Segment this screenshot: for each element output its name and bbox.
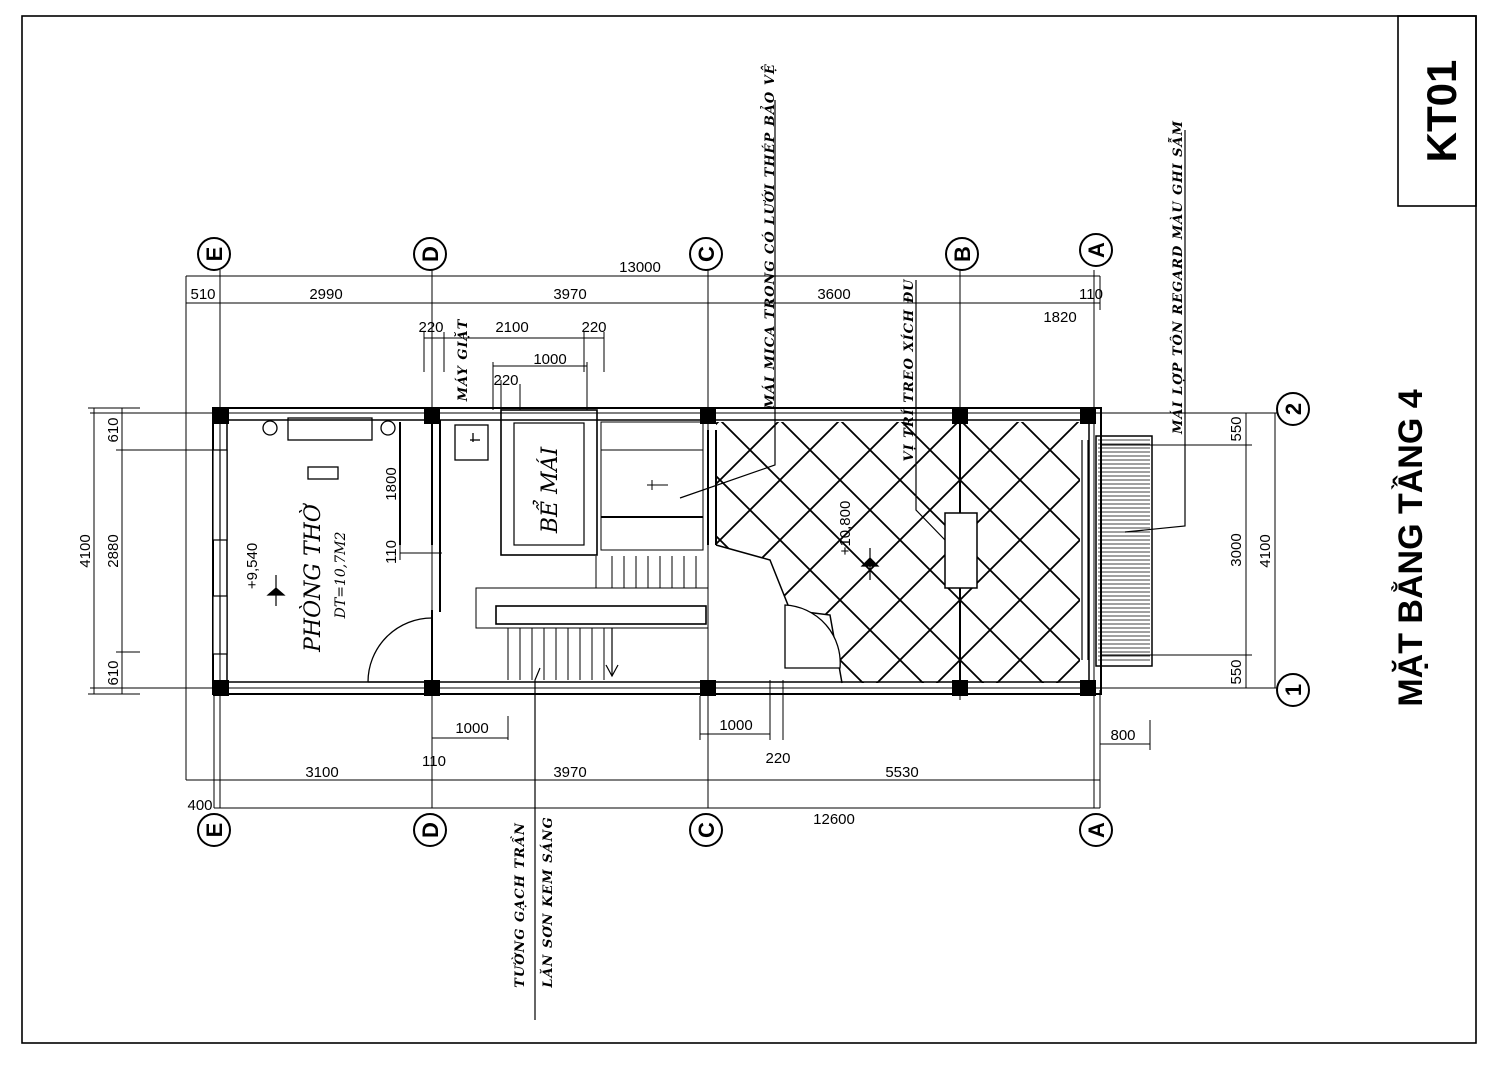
dim-top-1000: 1000 [533,351,566,368]
grid-bubble-e-top [197,237,231,271]
axis-label-c-bottom: C [694,822,719,838]
balcony-hatch [1098,439,1150,661]
dim-top-3970: 3970 [553,286,586,303]
dim-top-2990: 2990 [309,286,342,303]
note-mai-mica: MÁI MICA TRONG CÓ LƯỚI THÉP BẢO VỆ [760,63,778,410]
label-may-giat: MÁY GIẶT [454,318,471,402]
grid-bubble-a-top [1079,233,1113,267]
grid-bubble-d-bottom [413,813,447,847]
axis-label-c-top: C [694,246,719,262]
dim-door-1000-a: 1000 [455,720,488,737]
washing-area [454,424,489,461]
dim-bottom-5530: 5530 [885,764,918,781]
bottom-dimensions [186,680,1151,809]
dim-bottom-400: 400 [187,797,212,814]
label-be-mai: BỂ MÁI [532,446,563,535]
dim-bottom-3970: 3970 [553,764,586,781]
axis-label-d-top: D [418,246,443,262]
door-phong-tho [367,612,433,683]
grid-bubble-b-top [945,237,979,271]
axis-label-e-top: E [202,247,227,262]
dim-bottom-110: 110 [422,753,446,770]
grid-bubble-c-top [689,237,723,271]
level-roof: +10,800 [837,501,854,556]
sheet-code: KT01 [1418,60,1465,163]
leader-lines [534,100,1186,1020]
dim-left-2880: 2880 [105,534,122,567]
axis-label-2: 2 [1281,403,1306,415]
stair-arrow [605,628,619,678]
drawing-title: MẶT BẰNG TẦNG 4 [1392,389,1430,706]
axis-label-a-top: A [1084,242,1109,258]
door-terrace [784,604,841,669]
dim-top-220-b: 220 [581,319,606,336]
dim-top-220-a: 220 [418,319,443,336]
grid-bubble-a-bottom [1079,813,1113,847]
dim-bottom-12600: 12600 [813,811,855,828]
note-mai-lop: MÁI LỢP TÔN REGARD MÀU GHI SẪM [1168,120,1186,435]
grid-bubble-labels: E D C B A E D C A 2 1 [202,242,1306,838]
grid-bubbles [197,233,1310,847]
balcony-roof [1081,435,1153,667]
dim-inner-110: 110 [383,540,400,564]
room-area-phong-tho: DT=10,7M2 [333,532,349,620]
note-tuong-line-2: LĂN SƠN KEM SÁNG [539,816,556,988]
altar-furniture [262,417,396,480]
dim-right-550-bottom: 550 [1228,659,1245,684]
axis-label-b-top: B [950,246,975,262]
sheet-code-box: KT01 [1397,15,1477,207]
dim-door-1000-b: 1000 [719,717,752,734]
grid-bubble-e-bottom [197,813,231,847]
top-dimensions [185,275,1101,780]
dim-bottom-3100: 3100 [305,764,338,781]
roof-tank [500,409,598,556]
axis-label-1: 1 [1281,684,1306,696]
dim-top-overall: 13000 [619,259,661,276]
axis-label-a-bottom: A [1084,822,1109,838]
roof-hatch [715,422,1080,684]
dim-bottom-220: 220 [765,750,790,767]
grid-bubble-c-bottom [689,813,723,847]
dim-balcony-800: 800 [1110,727,1135,744]
dim-inner-1800: 1800 [383,467,400,500]
columns [213,408,1096,696]
level-phong-tho: +9,540 [244,543,261,589]
dim-top-510: 510 [190,286,215,303]
right-dimensions [1100,413,1276,688]
grid-bubble-d-top [413,237,447,271]
sheet-border [21,15,1477,1044]
dim-top-1820: 1820 [1043,309,1076,326]
dim-left-4100: 4100 [77,534,94,567]
dim-left-610-top: 610 [105,417,122,442]
dim-right-3000: 3000 [1228,533,1245,566]
room-name-phong-tho: PHÒNG THỜ [299,503,326,653]
swing-frame [944,512,978,589]
left-windows [212,449,228,655]
staircase [475,421,709,629]
dim-top-220-c: 220 [493,372,518,389]
note-tuong-line-1: TƯỜNG GẠCH TRẦN [510,822,528,988]
dim-top-3600: 3600 [817,286,850,303]
note-vi-tri-xich-du: VỊ TRÍ TREO XÍCH ĐU [901,278,917,461]
level-mark-phong-tho [266,575,286,606]
axis-label-e-bottom: E [202,823,227,838]
axis-label-d-bottom: D [418,822,443,838]
dim-right-550-top: 550 [1228,416,1245,441]
level-mark-roof [860,548,880,580]
dim-left-610-bottom: 610 [105,660,122,685]
dim-top-110: 110 [1079,286,1103,303]
stair-treads [507,556,697,680]
dim-right-4100: 4100 [1257,534,1274,567]
grid-bubble-1 [1276,673,1310,707]
dim-top-2100: 2100 [495,319,528,336]
grid-bubble-2 [1276,392,1310,426]
